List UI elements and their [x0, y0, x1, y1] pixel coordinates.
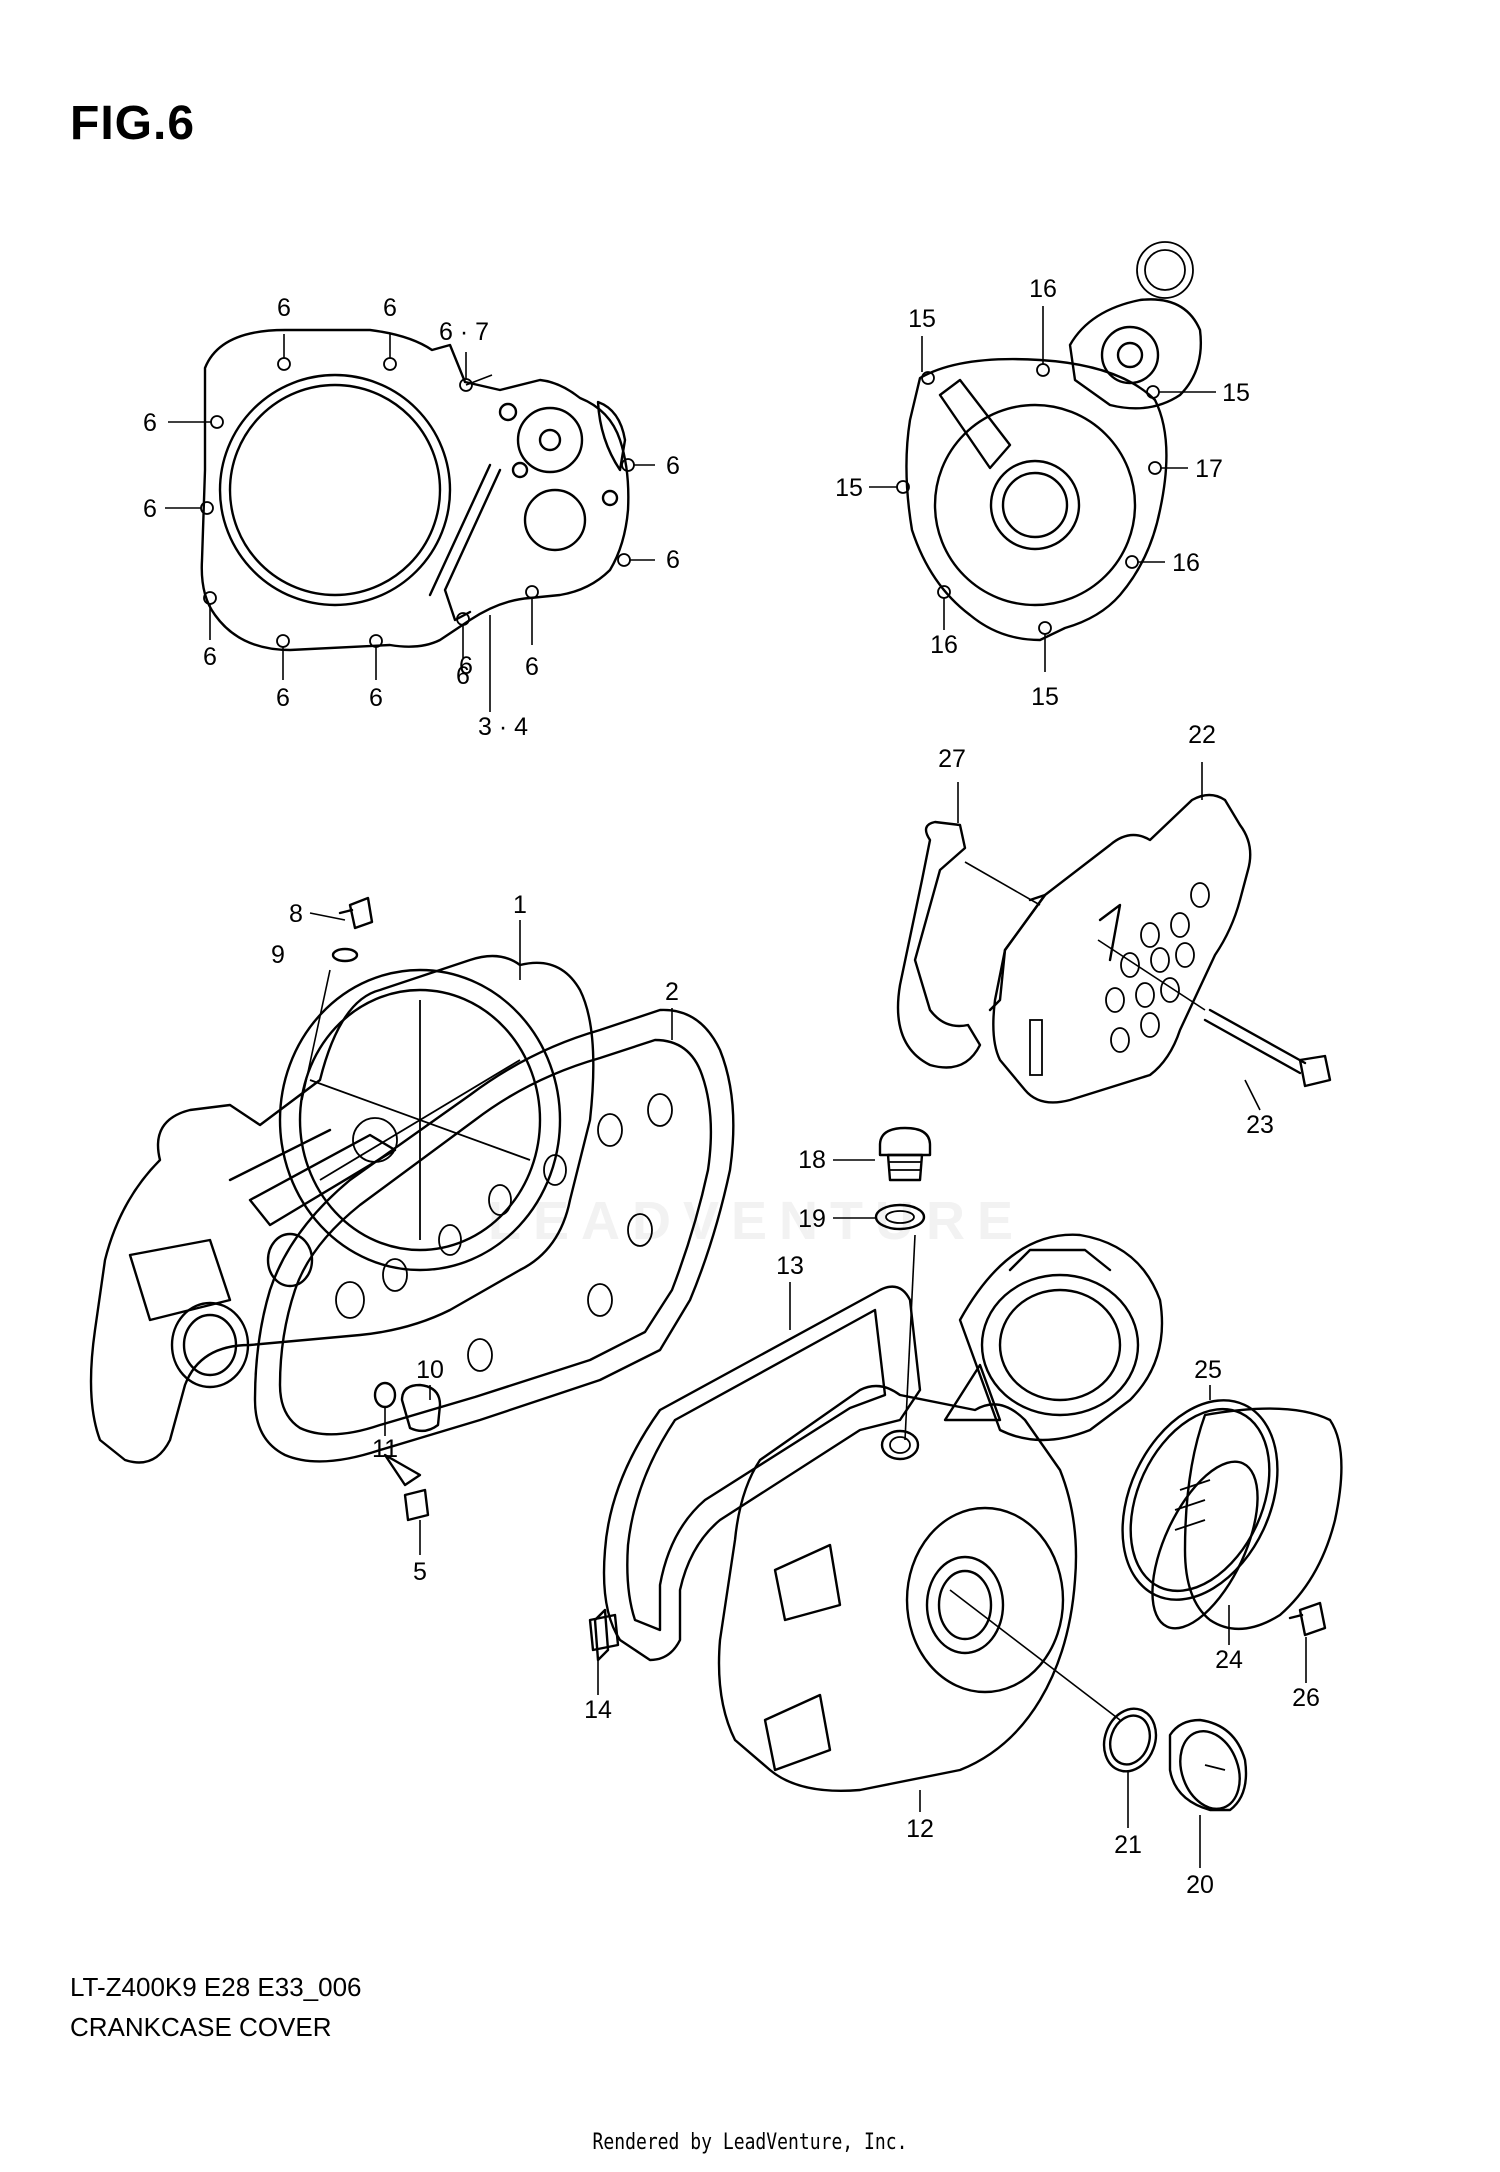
crankcase-cover-gasket-2 — [253, 1008, 735, 1487]
callout-6-j: 6 — [666, 546, 680, 574]
callout-25: 25 — [1194, 1356, 1222, 1384]
magneto-cover-outline-view — [869, 241, 1216, 672]
crankcase-cover-part-1 — [89, 954, 595, 1464]
callout-24: 24 — [1215, 1646, 1243, 1674]
clutch-cover-gasket-13 — [593, 1285, 922, 1662]
callout-6-h: 6 — [456, 662, 470, 690]
callout-6-i: 6 — [525, 653, 539, 681]
callout-10: 10 — [416, 1356, 444, 1384]
callout-16-b: 16 — [1172, 549, 1200, 577]
callout-13: 13 — [776, 1252, 804, 1280]
callout-19: 19 — [798, 1205, 826, 1233]
callout-6-a: 6 — [277, 294, 291, 322]
section-name: CRANKCASE COVER — [70, 2012, 332, 2042]
callout-15-d: 15 — [1031, 683, 1059, 711]
callout-27: 27 — [938, 745, 966, 773]
callout-16-c: 16 — [930, 631, 958, 659]
callout-6-c: 6 — [143, 409, 157, 437]
callout-18: 18 — [798, 1146, 826, 1174]
callout-22: 22 — [1188, 721, 1216, 749]
callout-2: 2 — [665, 978, 679, 1006]
callout-15-a: 15 — [908, 305, 936, 333]
callout-6-b: 6 — [383, 294, 397, 322]
callout-1: 1 — [513, 891, 527, 919]
callout-17: 17 — [1195, 455, 1223, 483]
figure-title: FIG.6 — [70, 97, 196, 150]
clutch-cover-outline-view — [165, 328, 655, 712]
guard-plate-assembly — [896, 762, 1332, 1111]
inspection-cap-24-25-26 — [1121, 1385, 1343, 1637]
plug-and-washer-18-19 — [874, 1126, 932, 1231]
callout-6-f: 6 — [276, 684, 290, 712]
callout-23: 23 — [1246, 1111, 1274, 1139]
watermark: LEADVENTURE — [488, 1191, 1026, 1251]
callout-8: 8 — [289, 900, 303, 928]
callout-21: 21 — [1114, 1831, 1142, 1859]
callout-3-4: 3 · 4 — [478, 713, 528, 741]
render-credit: Rendered by LeadVenture, Inc. — [592, 2130, 908, 2155]
callout-14: 14 — [584, 1696, 612, 1724]
callout-9: 9 — [271, 941, 285, 969]
callout-6-d: 6 — [143, 495, 157, 523]
callout-labels: 1 2 3 · 4 5 6 6 6 6 6 6 6 6 6 6 6 6 6 · … — [143, 275, 1320, 1899]
callout-26: 26 — [1292, 1684, 1320, 1712]
callout-6-l: 6 — [459, 652, 473, 680]
callout-6-g: 6 — [369, 684, 383, 712]
callout-12: 12 — [906, 1815, 934, 1843]
callout-6-e: 6 — [203, 643, 217, 671]
model-code: LT-Z400K9 E28 E33_006 — [70, 1972, 362, 2002]
callout-5: 5 — [413, 1558, 427, 1586]
callout-6-k: 6 — [666, 452, 680, 480]
callout-11: 11 — [372, 1435, 398, 1463]
callout-16-a: 16 — [1029, 275, 1057, 303]
callout-20: 20 — [1186, 1871, 1214, 1899]
callout-15-c: 15 — [835, 474, 863, 502]
callout-6-7: 6 · 7 — [439, 318, 489, 346]
plug-and-oring-20-21 — [1102, 1707, 1248, 1812]
dowel-pin-14 — [588, 1613, 620, 1652]
clutch-cover-part-12 — [717, 1233, 1164, 1792]
callout-15-b: 15 — [1222, 379, 1250, 407]
callout-leader-lines — [384, 374, 1307, 1868]
